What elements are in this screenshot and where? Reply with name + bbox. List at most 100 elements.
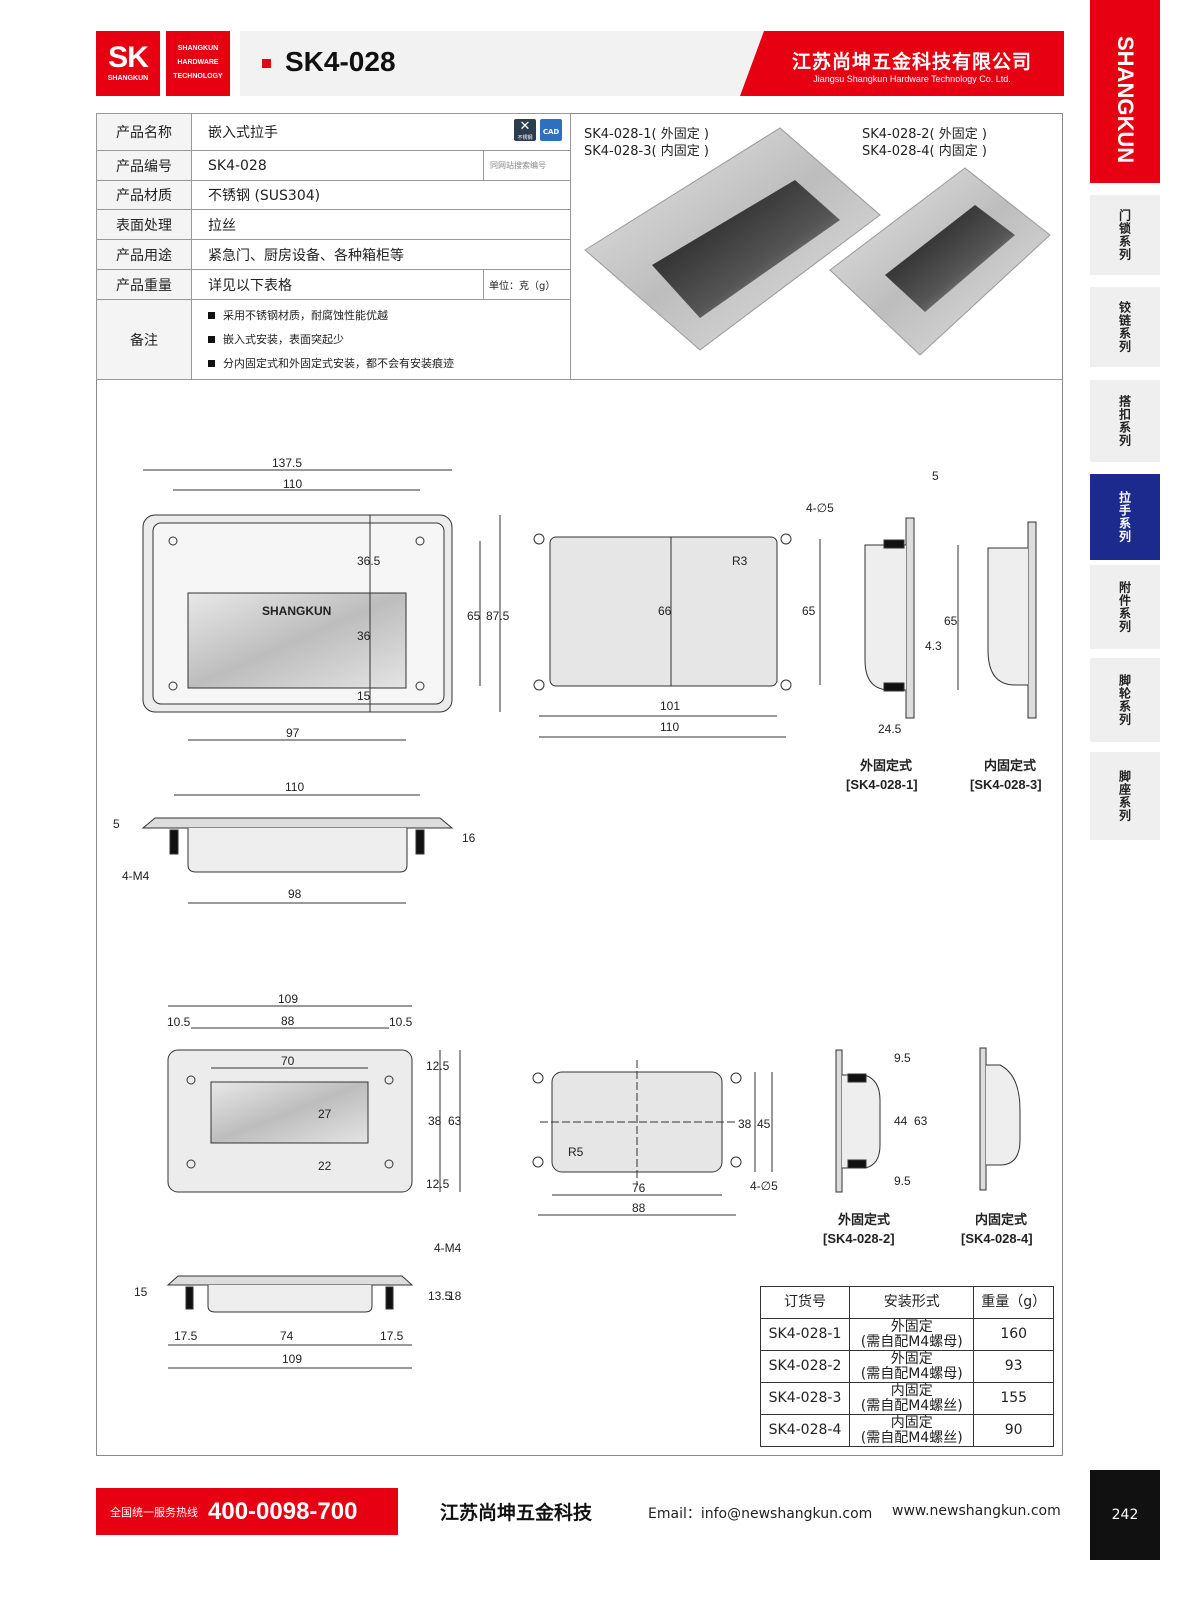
dim-label: R5: [568, 1145, 584, 1159]
sidebar-item-casters[interactable]: 脚轮系列: [1090, 658, 1160, 742]
dim-label: 17.5: [174, 1329, 198, 1343]
dim-label: 10.5: [389, 1015, 413, 1029]
dim-label: 12.5: [426, 1059, 450, 1073]
note-item: 分内固定式和外固定式安装，都不会有安装痕迹: [223, 356, 454, 370]
weight: 160: [973, 1318, 1054, 1351]
dim-label: 15: [134, 1285, 148, 1299]
page-title: SK4-028: [262, 46, 396, 78]
mount-note: (需自配M4螺丝): [860, 1429, 963, 1446]
info-value: 详见以下表格: [191, 269, 484, 300]
order-code: SK4-028-4: [759, 1414, 851, 1447]
drawing-caption: 外固定式: [837, 1212, 890, 1227]
bullet-square-icon: [262, 59, 271, 69]
dim-label: 5: [113, 817, 120, 831]
dim-label: 5: [932, 469, 939, 483]
hotline-number[interactable]: 400-0098-700: [208, 1497, 358, 1525]
product-photo-small: [829, 167, 1051, 356]
company-en: Jiangsu Shangkun Hardware Technology Co.…: [813, 74, 1011, 84]
dim-label: 63: [448, 1114, 462, 1128]
sidebar-item-hasps[interactable]: 搭扣系列: [1090, 380, 1160, 462]
dim-label: 12.5: [426, 1177, 450, 1191]
dim-label: 65: [944, 614, 958, 628]
product-code: SK4-028: [285, 46, 396, 77]
footer-company: 江苏尚坤五金科技: [440, 1502, 593, 1524]
dim-label: 110: [660, 720, 679, 734]
cad-icon[interactable]: CAD: [540, 119, 562, 141]
dim-label: 13.5: [428, 1289, 452, 1303]
brand-emboss: SHANGKUN: [262, 604, 331, 618]
drawing-caption: [SK4-028-1]: [846, 777, 918, 792]
info-key: 产品名称: [96, 113, 192, 151]
small-side-view-outer: [835, 1049, 843, 1193]
dim-label: 38: [738, 1117, 752, 1131]
sidebar-item-feet[interactable]: 脚座系列: [1090, 752, 1160, 840]
weight: 93: [973, 1350, 1054, 1383]
sidebar-item-handles[interactable]: 拉手系列: [1090, 474, 1160, 560]
logo-line: HARDWARE: [177, 59, 219, 66]
dim-label: 4-∅5: [806, 501, 834, 515]
info-value: 不锈钢 (SUS304): [191, 180, 571, 210]
info-value: 嵌入式拉手: [208, 125, 278, 141]
dim-label: 36.5: [357, 554, 381, 568]
dim-label: 24.5: [878, 722, 902, 736]
dim-label: 109: [282, 1352, 302, 1366]
weight: 90: [973, 1414, 1054, 1447]
dim-label: 44: [894, 1114, 908, 1128]
dim-label: 18: [448, 1289, 462, 1303]
sidebar-item-hinges[interactable]: 铰链系列: [1090, 287, 1160, 367]
mount-type: 外固定: [890, 1350, 933, 1367]
dim-label: 87.5: [486, 609, 510, 623]
info-key: 产品重量: [96, 269, 192, 300]
sidebar-item-door-locks[interactable]: 门锁系列: [1090, 195, 1160, 275]
dim-label: 70: [281, 1054, 295, 1068]
logo-mark: SK: [108, 41, 149, 74]
order-code: SK4-028-3: [759, 1382, 851, 1415]
large-side-view-inner: [1027, 521, 1037, 719]
dimension-labels: 137.5 110 97 SHANGKUN 36.5 36 15 65 87.5…: [113, 456, 1042, 1366]
info-value: SK4-028: [191, 150, 484, 181]
stainless-icon[interactable]: ✕不锈钢: [514, 119, 536, 141]
drawing-caption: [SK4-028-3]: [970, 777, 1042, 792]
large-side-view-outer: [905, 517, 915, 719]
drawing-caption: 内固定式: [984, 758, 1036, 773]
company-cn: 江苏尚坤五金科技有限公司: [791, 51, 1032, 73]
mount-cell: 内固定(需自配M4螺丝): [849, 1414, 975, 1447]
mount-type: 内固定: [890, 1382, 933, 1399]
footer-email[interactable]: Email：info@newshangkun.com: [648, 1506, 873, 1522]
dim-label: 110: [285, 780, 304, 794]
mount-cell: 外固定(需自配M4螺母): [849, 1350, 975, 1383]
sidebar-item-accessories[interactable]: 附件系列: [1090, 565, 1160, 649]
drawing-caption: [SK4-028-2]: [823, 1231, 895, 1246]
dim-label: 9.5: [894, 1051, 911, 1065]
column-header: 订货号: [759, 1286, 851, 1319]
mount-type: 内固定: [890, 1414, 933, 1431]
column-header: 重量（g）: [973, 1286, 1054, 1319]
dim-label: 110: [283, 477, 302, 491]
notes: 采用不锈钢材质，耐腐蚀性能优越 嵌入式安装，表面突起少 分内固定式和外固定式安装…: [191, 299, 571, 380]
page-number: 242: [1090, 1470, 1160, 1560]
dim-label: 27: [318, 1107, 332, 1121]
photo-area: [570, 113, 1063, 380]
order-code: SK4-028-1: [759, 1318, 851, 1351]
dim-label: 66: [658, 604, 672, 618]
dim-label: 76: [632, 1181, 646, 1195]
dim-label: 10.5: [167, 1015, 191, 1029]
drawing-caption: [SK4-028-4]: [961, 1231, 1033, 1246]
info-extra: 同网站搜索编号: [483, 150, 571, 181]
info-value-cell: 嵌入式拉手 ✕不锈钢 CAD: [191, 113, 571, 151]
large-cutout-view: [549, 536, 778, 687]
hotline-label: 全国统一服务热线: [110, 1505, 198, 1519]
footer-website[interactable]: www.newshangkun.com: [892, 1503, 1061, 1519]
small-section-view: [166, 1275, 414, 1286]
drawing-caption: 外固定式: [859, 758, 912, 773]
caption-line: SK4-028-1( 外固定 ): [584, 127, 709, 142]
dim-label: 101: [660, 699, 680, 713]
mount-note: (需自配M4螺丝): [860, 1397, 963, 1414]
small-side-view-inner: [979, 1047, 987, 1191]
caption-line: SK4-028-2( 外固定 ): [862, 127, 987, 142]
logo-line: SHANGKUN: [177, 45, 219, 52]
